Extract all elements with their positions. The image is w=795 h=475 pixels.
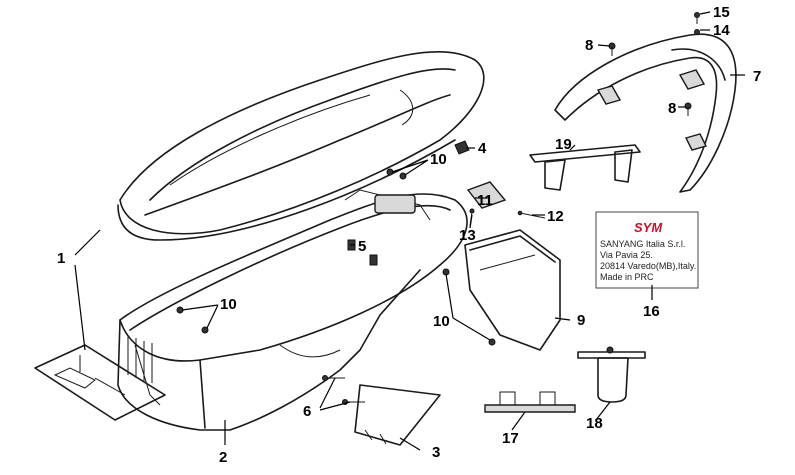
callout-1: 1 bbox=[57, 250, 65, 267]
callout-10-top: 10 bbox=[430, 151, 447, 168]
callout-18: 18 bbox=[586, 415, 603, 432]
brand-logo: SYM bbox=[634, 220, 663, 235]
carrier-plate bbox=[529, 144, 641, 191]
seat-hinge-bracket bbox=[34, 344, 166, 421]
callout-6: 6 bbox=[303, 403, 311, 420]
callout-5: 5 bbox=[358, 238, 366, 255]
rear-cover-strip bbox=[484, 391, 576, 413]
label-line-3: 20814 Varedo(MB),Italy. bbox=[600, 261, 696, 271]
luggage-box bbox=[117, 189, 468, 431]
callout-2: 2 bbox=[219, 449, 227, 466]
bracket-11 bbox=[466, 181, 507, 209]
bracket-18 bbox=[577, 346, 646, 403]
glove-box bbox=[464, 229, 561, 351]
callout-19: 19 bbox=[555, 136, 572, 153]
label-plate-text: SYM SANYANG Italia S.r.l. Via Pavia 25. … bbox=[600, 220, 696, 282]
rear-grab-rail bbox=[554, 33, 737, 193]
callout-14: 14 bbox=[713, 22, 730, 39]
callout-8-upper: 8 bbox=[585, 37, 593, 54]
callout-11: 11 bbox=[477, 192, 493, 209]
callout-9: 9 bbox=[577, 312, 585, 329]
inner-lid bbox=[354, 384, 441, 446]
callout-16: 16 bbox=[643, 303, 660, 320]
callout-17: 17 bbox=[502, 430, 519, 447]
label-line-1: SANYANG Italia S.r.l. bbox=[600, 239, 685, 249]
label-plate bbox=[595, 211, 699, 289]
seat bbox=[117, 50, 485, 241]
label-line-2: Via Pavia 25. bbox=[600, 250, 653, 260]
callout-10-left: 10 bbox=[220, 296, 237, 313]
callout-numbers: 1 2 3 4 5 6 7 8 8 9 10 10 10 11 12 13 14… bbox=[57, 4, 761, 466]
leader-lines bbox=[74, 11, 745, 451]
callout-3: 3 bbox=[432, 444, 440, 461]
callout-15: 15 bbox=[713, 4, 730, 21]
callout-4: 4 bbox=[478, 140, 487, 157]
callout-8-lower: 8 bbox=[668, 100, 676, 117]
bolts-8 bbox=[608, 42, 692, 116]
label-line-4: Made in PRC bbox=[600, 272, 654, 282]
callout-10-right: 10 bbox=[433, 313, 450, 330]
callout-13: 13 bbox=[459, 227, 476, 244]
callout-12: 12 bbox=[547, 208, 564, 225]
washers-14-15 bbox=[694, 12, 700, 35]
nut-4 bbox=[454, 140, 470, 155]
callout-7: 7 bbox=[753, 68, 761, 85]
